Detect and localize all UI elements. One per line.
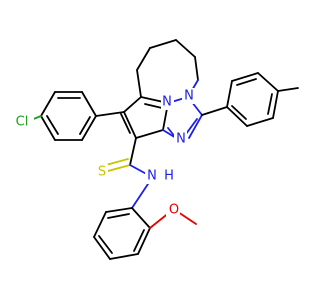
tolyl-ring — [201, 72, 299, 127]
pyrrole-ring — [120, 96, 169, 139]
triazole-nitrogen-2-label: N — [176, 132, 186, 147]
structure-svg: Cl S N H O N N N — [15, 39, 299, 260]
oxygen-atom-label: O — [169, 203, 179, 218]
sulfur-atom-label: S — [98, 165, 106, 180]
amide-nitrogen-label: N — [147, 169, 157, 184]
pyrrole-nitrogen-label: N — [162, 95, 172, 110]
chlorine-atom-label: Cl — [16, 115, 29, 130]
triazole-nitrogen-1-label: N — [184, 89, 194, 104]
amide-hydrogen-label: H — [164, 169, 174, 184]
methoxyphenyl-ring — [93, 183, 197, 260]
molecule-diagram: Cl S N H O N N N — [15, 39, 299, 260]
chlorophenyl-ring — [25, 91, 125, 141]
